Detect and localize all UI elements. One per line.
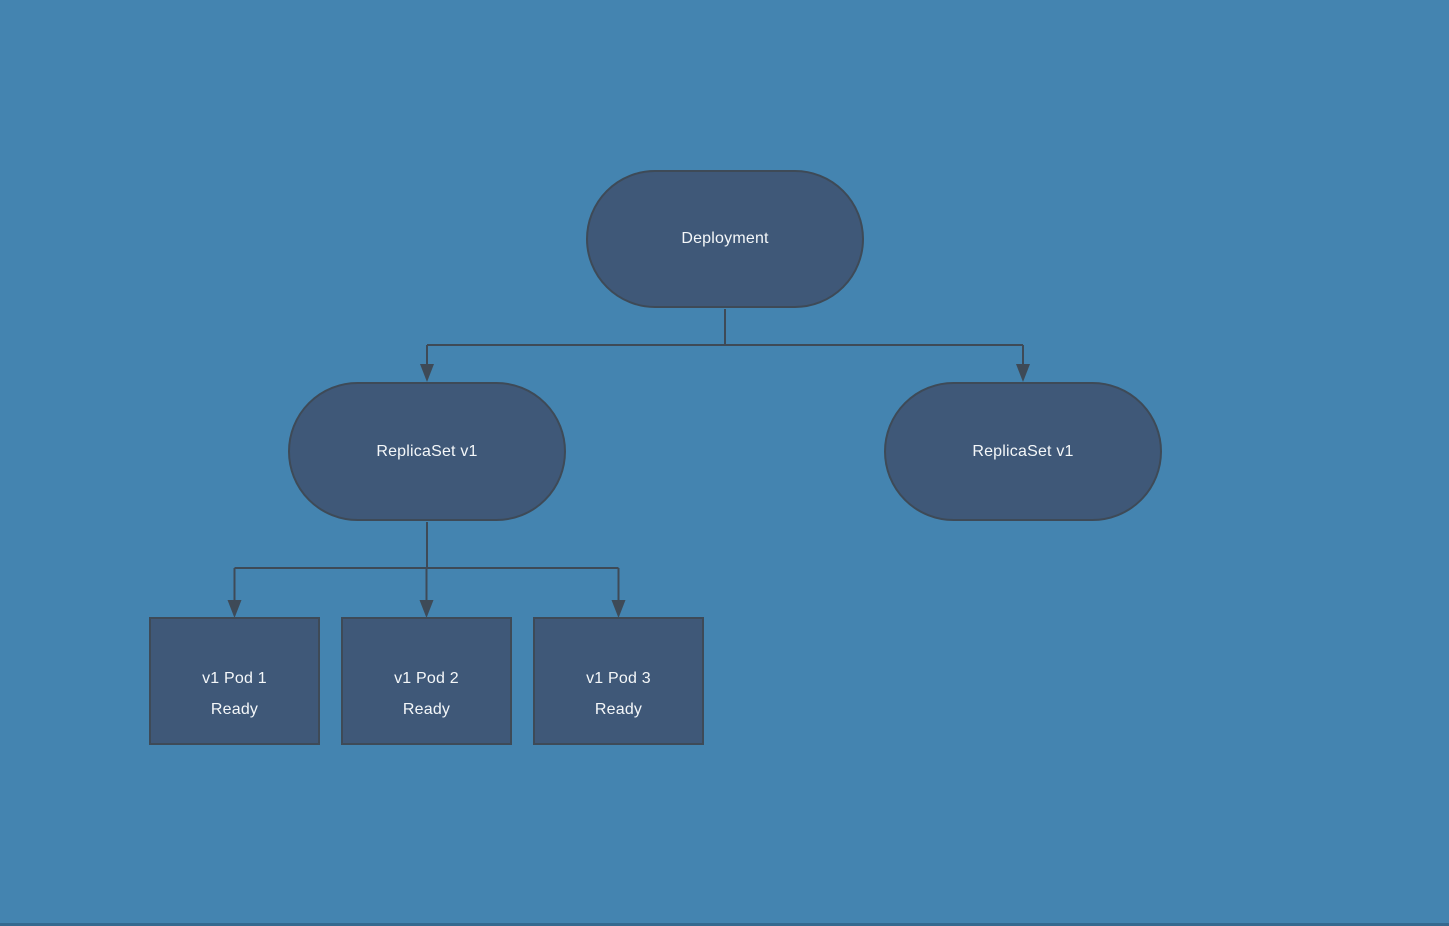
pod-2-status: Ready [402, 700, 451, 718]
node-pod-3: v1 Pod 3 Ready [533, 617, 704, 745]
node-deployment-label: Deployment [681, 230, 769, 247]
pod-1-status: Ready [210, 700, 259, 718]
node-replicaset-right: ReplicaSet v1 [884, 382, 1162, 521]
arrowhead-pod-1 [227, 600, 242, 618]
pod-3-status: Ready [594, 700, 643, 718]
node-deployment: Deployment [586, 170, 864, 308]
node-replicaset-left-label: ReplicaSet v1 [376, 442, 478, 460]
arrowhead-pod-3 [611, 600, 626, 618]
arrowhead-replicaset-left [420, 364, 434, 382]
bottom-edge-strip [0, 923, 1449, 926]
node-replicaset-right-label: ReplicaSet v1 [972, 442, 1074, 460]
pod-1-name: v1 Pod 1 [202, 669, 267, 687]
arrowhead-replicaset-right [1016, 364, 1030, 382]
edge-lines [233, 309, 1024, 601]
arrowheads [227, 364, 1030, 618]
node-pod-1: v1 Pod 1 Ready [149, 617, 320, 745]
pod-3-name: v1 Pod 3 [586, 669, 651, 687]
arrowhead-pod-2 [419, 600, 434, 618]
node-pod-2: v1 Pod 2 Ready [341, 617, 512, 745]
pod-2-name: v1 Pod 2 [394, 669, 459, 687]
node-replicaset-left: ReplicaSet v1 [288, 382, 566, 521]
